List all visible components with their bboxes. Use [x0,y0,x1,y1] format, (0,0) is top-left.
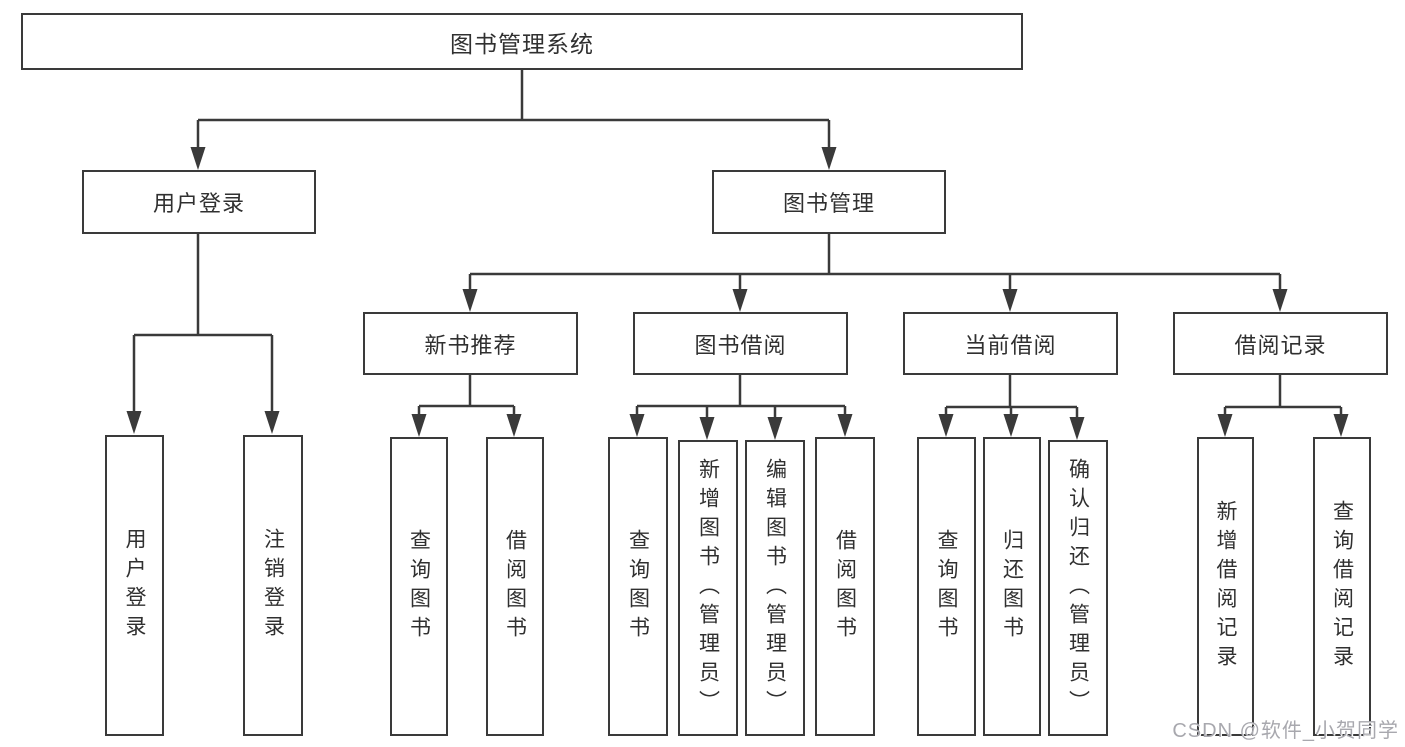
arrowhead [411,414,427,437]
leaf-query-books-borrowing-label: 查询图书 [626,528,650,645]
leaf-add-borrow-record: 新增借阅记录 [1197,437,1254,736]
leaf-query-books-borrowing: 查询图书 [608,437,668,736]
node-user-login-label: 用户登录 [152,191,245,216]
leaf-return-book: 归还图书 [983,437,1041,736]
arrowhead [1217,414,1233,437]
arrowhead [190,147,206,170]
leaf-edit-book-admin-label: 编辑图书（管理员） [763,457,787,719]
leaf-logout: 注销登录 [243,435,303,736]
leaf-query-books-newbook-label: 查询图书 [407,528,431,645]
arrowhead [837,414,853,437]
arrowhead [732,289,748,312]
node-book-borrowing: 图书借阅 [633,312,848,375]
node-user-login: 用户登录 [82,170,316,234]
leaf-borrow-books-newbook-label: 借阅图书 [503,528,527,645]
arrowhead [821,147,837,170]
node-new-book-recommendation-label: 新书推荐 [424,332,517,358]
connector-lines [132,69,1343,421]
arrowheads [126,147,1349,440]
node-current-borrowing-label: 当前借阅 [964,332,1057,358]
arrowhead [767,417,783,440]
node-library-management-system: 图书管理系统 [21,13,1023,70]
leaf-borrow-books-borrowing: 借阅图书 [815,437,875,736]
leaf-borrow-books-newbook: 借阅图书 [486,437,544,736]
leaf-query-borrow-record-label: 查询借阅记录 [1330,499,1354,674]
leaf-user-login-label: 用户登录 [123,527,146,644]
leaf-return-book-label: 归还图书 [1000,528,1024,645]
node-borrowing-records: 借阅记录 [1173,312,1388,375]
node-borrowing-records-label: 借阅记录 [1234,332,1327,358]
arrowhead [1002,289,1018,312]
leaf-query-borrow-record: 查询借阅记录 [1313,437,1371,736]
leaf-add-borrow-record-label: 新增借阅记录 [1214,499,1237,674]
node-book-management: 图书管理 [712,170,946,234]
leaf-user-login: 用户登录 [105,435,164,736]
leaf-query-books-newbook: 查询图书 [390,437,448,736]
arrowhead [938,414,954,437]
node-book-management-label: 图书管理 [782,191,875,216]
arrowhead [1333,414,1349,437]
node-book-borrowing-label: 图书借阅 [694,332,787,358]
leaf-query-books-current: 查询图书 [917,437,976,736]
arrowhead [264,411,280,434]
arrowhead [126,411,142,434]
arrowhead [699,417,715,440]
node-current-borrowing: 当前借阅 [903,312,1118,375]
leaf-query-books-current-label: 查询图书 [935,528,958,645]
arrowhead [1272,289,1288,312]
leaf-edit-book-admin: 编辑图书（管理员） [745,440,805,736]
leaf-borrow-books-borrowing-label: 借阅图书 [833,528,857,645]
leaf-confirm-return-admin-label: 确认归还（管理员） [1066,457,1090,719]
arrowhead [629,414,645,437]
arrowhead [1003,414,1019,437]
leaf-logout-label: 注销登录 [261,527,285,644]
node-new-book-recommendation: 新书推荐 [363,312,578,375]
arrowhead [506,414,522,437]
arrowhead [462,289,478,312]
node-library-management-system-label: 图书管理系统 [450,30,594,57]
leaf-add-book-admin-label: 新增图书（管理员） [696,457,720,719]
leaf-add-book-admin: 新增图书（管理员） [678,440,738,736]
arrowhead [1069,417,1085,440]
leaf-confirm-return-admin: 确认归还（管理员） [1048,440,1108,736]
